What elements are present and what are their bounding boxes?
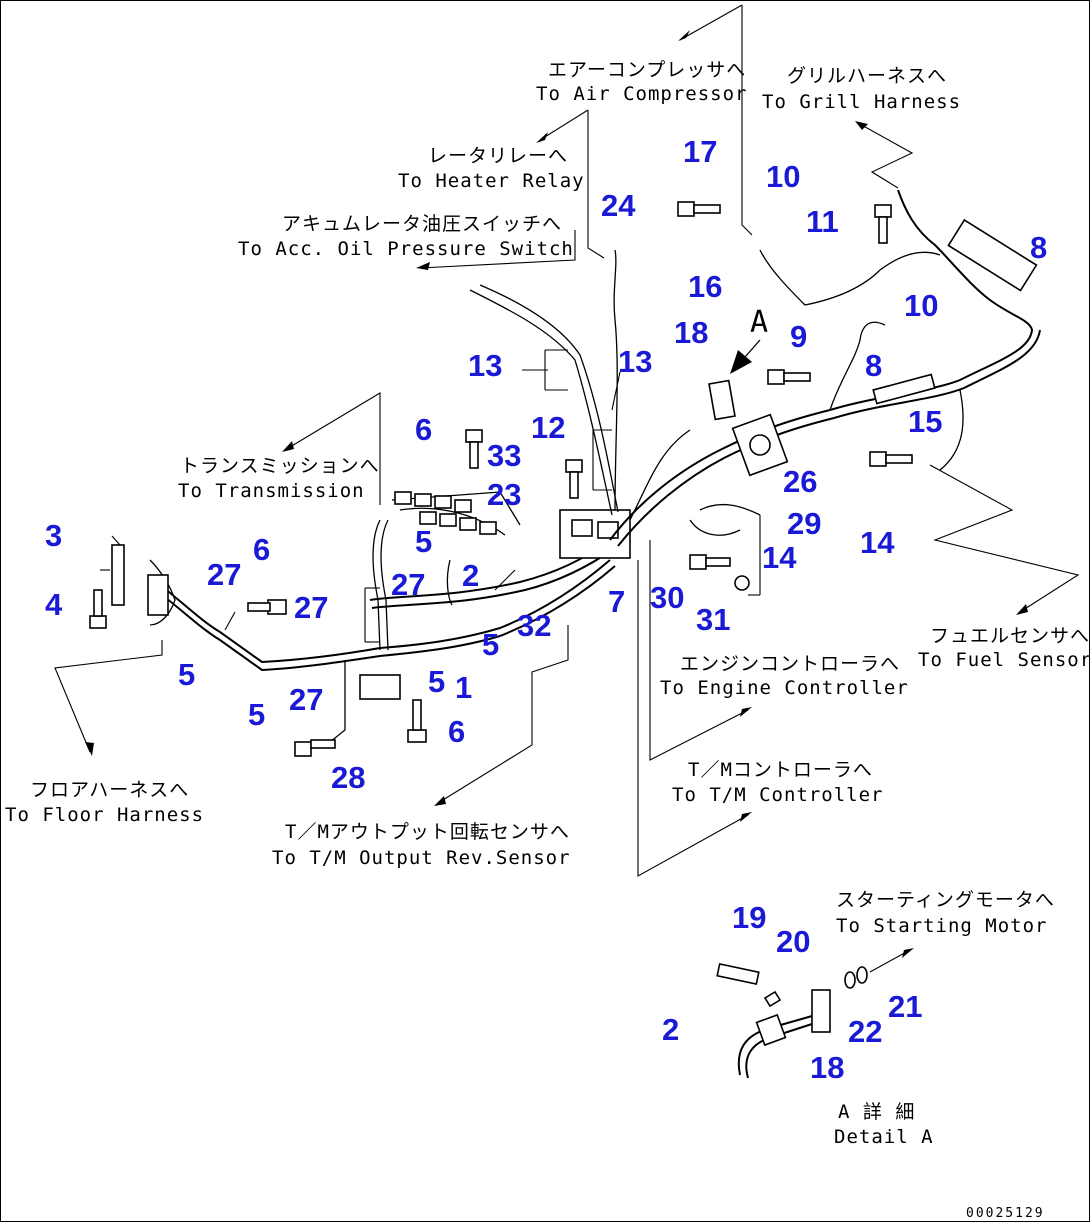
callout-17: 17 xyxy=(683,134,717,169)
dest-floor-harness-en: To Floor Harness xyxy=(5,804,204,826)
callout-6-a: 6 xyxy=(415,412,432,447)
callout-16: 16 xyxy=(688,269,722,304)
detail-a-title-en: Detail A xyxy=(834,1126,934,1148)
dest-starting-motor-en: To Starting Motor xyxy=(836,915,1047,937)
callout-4: 4 xyxy=(45,587,63,622)
callout-29: 29 xyxy=(787,506,821,541)
callout-31: 31 xyxy=(696,602,730,637)
dest-transmission-jp: トランスミッションへ xyxy=(180,455,380,477)
callout-3: 3 xyxy=(45,518,62,553)
callout-21: 21 xyxy=(888,989,922,1024)
callout-5-a: 5 xyxy=(415,524,432,559)
dest-tm-controller-en: To T/M Controller xyxy=(672,784,883,806)
callout-18-a: 18 xyxy=(674,315,708,350)
callout-7: 7 xyxy=(608,584,625,619)
callout-6-b: 6 xyxy=(253,532,270,567)
callout-28: 28 xyxy=(331,760,365,795)
callout-8-b: 8 xyxy=(865,348,882,383)
callout-9: 9 xyxy=(790,319,807,354)
dest-fuel-sensor-jp: フュエルセンサへ xyxy=(930,625,1090,647)
callout-23: 23 xyxy=(487,477,521,512)
callout-18-b: 18 xyxy=(810,1050,844,1085)
dest-engine-controller-en: To Engine Controller xyxy=(660,677,909,699)
callout-27-d: 27 xyxy=(289,682,323,717)
dest-fuel-sensor-en: To Fuel Sensor xyxy=(918,649,1090,671)
callout-10-b: 10 xyxy=(904,288,938,323)
dest-air-compressor-en: To Air Compressor xyxy=(536,83,747,105)
detail-a-title-jp: A 詳 細 xyxy=(838,1101,915,1123)
dest-transmission-en: To Transmission xyxy=(178,480,365,502)
main-harness xyxy=(89,189,1041,1079)
callout-20: 20 xyxy=(776,924,810,959)
callout-30: 30 xyxy=(650,580,684,615)
destination-annotations: エアーコンプレッサへ To Air Compressor グリルハーネスへ To… xyxy=(5,59,1090,1148)
callout-19: 19 xyxy=(732,900,766,935)
callout-5-d: 5 xyxy=(428,664,445,699)
dest-tm-output-sensor-en: To T/M Output Rev.Sensor xyxy=(272,847,571,869)
callout-14-b: 14 xyxy=(860,525,895,560)
callout-1: 1 xyxy=(455,670,472,705)
dest-tm-controller-jp: T／Mコントローラへ xyxy=(688,759,873,781)
dest-engine-controller-jp: エンジンコントローラへ xyxy=(680,653,900,675)
callout-5-b: 5 xyxy=(178,657,195,692)
dest-grill-harness-jp: グリルハーネスへ xyxy=(787,65,947,87)
callout-27-c: 27 xyxy=(391,567,425,602)
callout-10-a: 10 xyxy=(766,159,800,194)
dest-tm-output-sensor-jp: T／Mアウトプット回転センサへ xyxy=(285,821,570,843)
callout-11: 11 xyxy=(806,204,839,239)
callout-22: 22 xyxy=(848,1014,882,1049)
part-callouts: 1 2 2 3 4 5 5 5 5 5 6 6 6 7 8 8 9 10 10 … xyxy=(45,134,1047,1085)
callout-8-a: 8 xyxy=(1030,230,1047,265)
dest-heater-relay-jp: レータリレーへ xyxy=(428,145,568,167)
dest-starting-motor-jp: スターティングモータへ xyxy=(836,889,1055,911)
callout-12: 12 xyxy=(531,410,565,445)
dest-grill-harness-en: To Grill Harness xyxy=(762,91,961,113)
callout-27-b: 27 xyxy=(294,590,328,625)
destination-leaders xyxy=(54,4,1080,973)
callout-26: 26 xyxy=(783,464,817,499)
dest-acc-oil-pressure-jp: アキュムレータ油圧スイッチへ xyxy=(282,213,562,235)
view-a-letter: A xyxy=(750,305,769,340)
dest-floor-harness-jp: フロアハーネスへ xyxy=(30,779,189,801)
callout-33: 33 xyxy=(487,438,521,473)
callout-14-a: 14 xyxy=(762,540,797,575)
callout-2: 2 xyxy=(462,558,479,593)
callout-27-a: 27 xyxy=(207,557,241,592)
callout-5-c: 5 xyxy=(248,697,265,732)
callout-24: 24 xyxy=(601,188,636,223)
callout-2-detail: 2 xyxy=(662,1012,679,1047)
callout-13-b: 13 xyxy=(618,344,652,379)
dest-heater-relay-en: To Heater Relay xyxy=(398,170,585,192)
callout-13-a: 13 xyxy=(468,348,502,383)
view-a-arrow xyxy=(730,339,761,374)
callout-6-c: 6 xyxy=(448,714,465,749)
dest-air-compressor-jp: エアーコンプレッサへ xyxy=(548,59,746,81)
callout-32: 32 xyxy=(517,608,551,643)
callout-5-e: 5 xyxy=(482,627,499,662)
drawing-code: 00025129 xyxy=(966,1206,1045,1221)
dest-acc-oil-pressure-en: To Acc. Oil Pressure Switch xyxy=(238,238,574,260)
callout-15: 15 xyxy=(908,404,942,439)
